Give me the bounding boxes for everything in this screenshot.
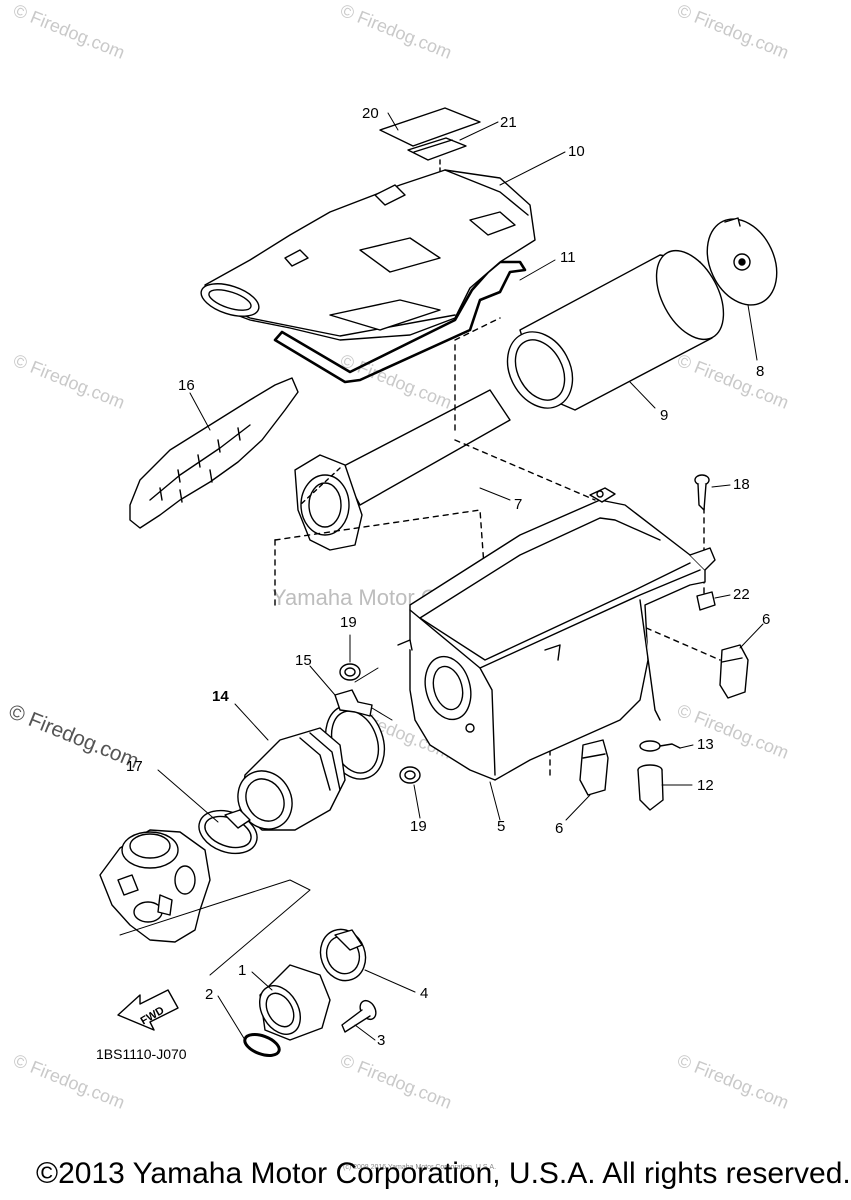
part-label-9: 9	[660, 407, 669, 424]
part-19-grommet-bottom	[399, 766, 421, 784]
part-22-nut	[696, 591, 716, 611]
part-6-clamp-left	[579, 739, 609, 796]
part-label-2: 2	[205, 986, 214, 1003]
part-4-clamp	[319, 928, 367, 982]
diagram-code: 1BS1110-J070	[96, 1046, 187, 1062]
part-label-16: 16	[178, 377, 195, 394]
part-2-o-ring	[243, 1033, 281, 1057]
part-21-label-sticker	[407, 137, 467, 161]
part-label-5: 5	[497, 818, 506, 835]
part-label-8: 8	[756, 363, 765, 380]
part-label-13: 13	[697, 736, 714, 753]
part-label-12: 12	[697, 777, 714, 794]
part-3-bolt	[341, 999, 377, 1033]
group-bracket	[119, 879, 311, 976]
part-label-14: 14	[212, 688, 229, 705]
part-1-carburetor-joint	[259, 964, 331, 1041]
part-label-21: 21	[500, 114, 517, 131]
part-label-7: 7	[514, 496, 523, 513]
part-5-air-filter-case	[397, 487, 716, 781]
parts-diagram	[99, 107, 778, 1057]
part-label-17: 17	[126, 758, 143, 775]
fwd-arrow	[117, 989, 179, 1031]
part-12-drain-hose	[637, 764, 664, 811]
part-label-20: 20	[362, 105, 379, 122]
part-label-18: 18	[733, 476, 750, 493]
part-9-filter-element	[506, 249, 725, 411]
copyright-small: (c) 2008 2016 Yamaha Motor Corporation, …	[343, 1164, 497, 1171]
part-16-plate	[129, 377, 299, 529]
part-label-19-top: 19	[340, 614, 357, 631]
part-label-1: 1	[238, 962, 247, 979]
part-20-label-sticker	[379, 107, 481, 147]
part-10-case-cap	[200, 169, 536, 341]
copyright-footer: ©2013 Yamaha Motor Corporation, U.S.A. A…	[36, 1157, 851, 1190]
part-13-clip	[639, 740, 681, 752]
part-14-air-filter-joint	[237, 727, 346, 831]
part-7-filter-guide	[294, 389, 511, 551]
part-8-filter-cap	[706, 217, 778, 306]
part-label-6-left: 6	[555, 820, 564, 837]
part-6-clamp-right	[719, 644, 749, 699]
carburetor	[99, 829, 211, 943]
part-label-22: 22	[733, 586, 750, 603]
part-label-10: 10	[568, 143, 585, 160]
part-11-gasket	[273, 260, 527, 384]
part-label-6-right: 6	[762, 611, 771, 628]
part-18-screw	[694, 474, 710, 511]
part-label-3: 3	[377, 1032, 386, 1049]
part-19-grommet-top	[339, 663, 361, 681]
part-label-19-bottom: 19	[410, 818, 427, 835]
part-label-11: 11	[560, 249, 576, 266]
part-17-clamp	[198, 809, 258, 855]
part-label-15: 15	[295, 652, 312, 669]
part-label-4: 4	[420, 985, 429, 1002]
